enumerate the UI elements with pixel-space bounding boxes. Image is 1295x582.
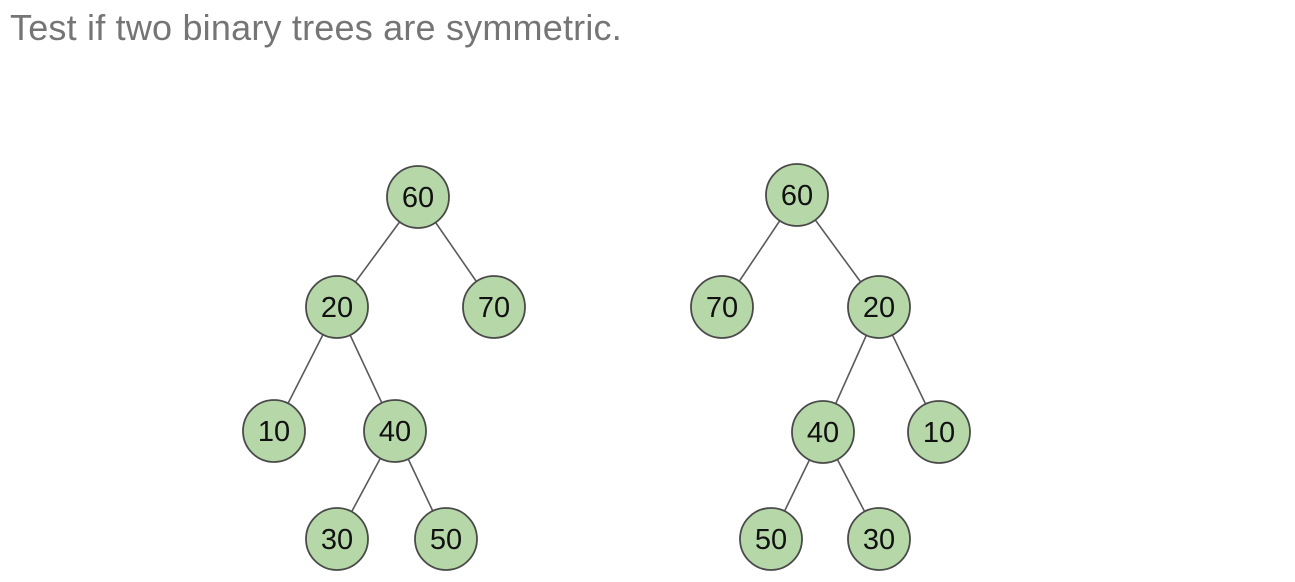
tree-node-40: 40 (363, 399, 427, 463)
tree-node-circle (462, 275, 526, 339)
left-tree: 60 20 70 10 40 30 50 (242, 165, 526, 571)
tree-node-60: 60 (386, 165, 450, 229)
tree-node-label: 20 (321, 292, 353, 324)
tree-node-50: 50 (739, 507, 803, 571)
tree-node-circle (242, 399, 306, 463)
tree-node-10: 10 (242, 399, 306, 463)
tree-node-circle (690, 275, 754, 339)
tree-node-circle (739, 507, 803, 571)
tree-node-label: 50 (430, 524, 462, 556)
tree-node-label: 70 (478, 292, 510, 324)
tree-node-label: 10 (258, 416, 290, 448)
tree-node-circle (363, 399, 427, 463)
tree-node-label: 60 (402, 182, 434, 214)
tree-node-label: 40 (807, 417, 839, 449)
tree-node-label: 60 (781, 180, 813, 212)
tree-node-50: 50 (414, 507, 478, 571)
tree-node-circle (765, 163, 829, 227)
tree-node-label: 40 (379, 416, 411, 448)
tree-node-label: 50 (755, 524, 787, 556)
tree-node-label: 30 (321, 524, 353, 556)
tree-node-circle (907, 400, 971, 464)
tree-node-circle (791, 400, 855, 464)
page-title: Test if two binary trees are symmetric. (10, 7, 622, 48)
tree-node-10: 10 (907, 400, 971, 464)
tree-node-label: 10 (923, 417, 955, 449)
tree-node-30: 30 (847, 507, 911, 571)
tree-node-circle (847, 507, 911, 571)
tree-node-20: 20 (305, 275, 369, 339)
tree-node-40: 40 (791, 400, 855, 464)
tree-node-60: 60 (765, 163, 829, 227)
tree-node-circle (847, 275, 911, 339)
tree-node-circle (414, 507, 478, 571)
tree-node-20: 20 (847, 275, 911, 339)
tree-node-label: 30 (863, 524, 895, 556)
right-tree: 60 70 20 40 10 50 30 (690, 163, 971, 571)
tree-node-circle (386, 165, 450, 229)
tree-node-label: 20 (863, 292, 895, 324)
tree-node-label: 70 (706, 292, 738, 324)
tree-node-70: 70 (690, 275, 754, 339)
tree-node-70: 70 (462, 275, 526, 339)
tree-node-circle (305, 275, 369, 339)
tree-node-30: 30 (305, 507, 369, 571)
tree-node-circle (305, 507, 369, 571)
